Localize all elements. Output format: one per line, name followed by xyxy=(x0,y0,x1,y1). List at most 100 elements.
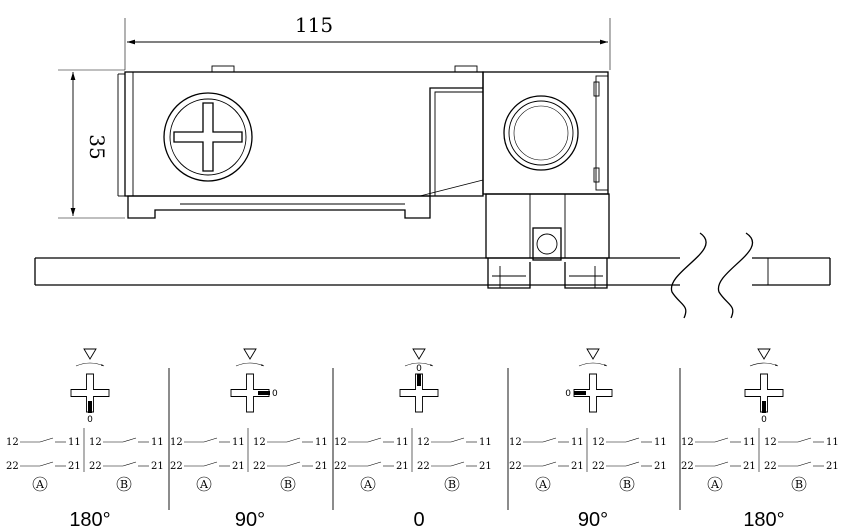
dimension-length-label: 115 xyxy=(295,13,333,37)
contact-terminal-label: 11 xyxy=(68,437,81,448)
rotation-arrow-icon xyxy=(404,362,434,367)
switch-positions: 0 12 11 22 21 12 11 22 21A B 180° 0 12 11 22 21 12 11 22 21… xyxy=(6,348,839,531)
contact-terminal-label: 22 xyxy=(170,461,183,472)
triangle-marker-icon xyxy=(586,348,600,360)
triangle-marker-icon xyxy=(243,348,257,360)
dimension-length: 115 xyxy=(124,13,611,70)
position-indicator-label: 0 xyxy=(272,389,278,399)
triangle-marker-icon xyxy=(757,348,771,360)
rotation-arrow-icon xyxy=(749,362,779,367)
position-panel: 0 12 11 22 21 12 11 22 21A B 90° xyxy=(509,348,667,531)
rotation-arrow-icon xyxy=(235,362,265,367)
position-indicator-label: 0 xyxy=(761,415,767,425)
contact-terminal-label: 11 xyxy=(315,437,328,448)
contact-terminal-label: 12 xyxy=(334,437,347,448)
separator-lines xyxy=(168,368,681,510)
contact-terminal-label: 21 xyxy=(743,461,756,472)
circuit-marker xyxy=(707,476,723,492)
contact-terminal-label: 22 xyxy=(334,461,347,472)
position-indicator-mark xyxy=(417,374,421,386)
cross-actuator-icon xyxy=(744,373,784,413)
circuit-label: B xyxy=(623,478,631,491)
circuit-label: A xyxy=(710,478,720,491)
triangle-marker-icon xyxy=(412,348,426,360)
circuit-marker xyxy=(444,476,460,492)
position-angle-label: 90° xyxy=(578,509,608,531)
contact-terminal-label: 22 xyxy=(89,461,102,472)
contact-terminal-label: 12 xyxy=(89,437,102,448)
contact-terminal-label: 11 xyxy=(654,437,667,448)
contact-terminal-label: 21 xyxy=(396,461,409,472)
contact-terminal-label: 22 xyxy=(509,461,522,472)
position-angle-label: 180° xyxy=(743,509,784,531)
cross-actuator-icon xyxy=(399,373,439,413)
contact-terminal-label: 22 xyxy=(764,461,777,472)
contact-terminal-label: 12 xyxy=(170,437,183,448)
circuit-marker xyxy=(116,476,132,492)
contact-terminal-label: 11 xyxy=(151,437,164,448)
circuit-marker xyxy=(280,476,296,492)
contact-terminal-label: 21 xyxy=(826,461,839,472)
contact-terminal-label: 11 xyxy=(479,437,492,448)
contact-terminal-label: 22 xyxy=(253,461,266,472)
position-panel: 0 12 11 22 21 12 11 22 21A B 90° xyxy=(170,348,328,531)
circuit-marker xyxy=(360,476,376,492)
position-angle-label: 0 xyxy=(413,509,424,531)
contact-terminal-label: 21 xyxy=(654,461,667,472)
circuit-label: A xyxy=(538,478,548,491)
rotation-arrow-icon xyxy=(75,362,105,367)
contact-terminal-label: 12 xyxy=(681,437,694,448)
triangle-marker-icon xyxy=(83,348,97,360)
dimension-height: 35 xyxy=(58,69,125,219)
contact-terminal-label: 22 xyxy=(6,461,19,472)
contact-terminal-label: 11 xyxy=(826,437,839,448)
position-panel: 0 12 11 22 21 12 11 22 21A B 180° xyxy=(681,348,839,531)
contact-terminal-label: 21 xyxy=(479,461,492,472)
position-angle-label: 90° xyxy=(235,509,265,531)
position-indicator-label: 0 xyxy=(565,389,571,399)
cross-actuator-icon xyxy=(230,373,270,413)
contact-terminal-label: 11 xyxy=(743,437,756,448)
circuit-marker xyxy=(535,476,551,492)
circuit-label: A xyxy=(35,478,45,491)
circuit-marker xyxy=(619,476,635,492)
contact-terminal-label: 11 xyxy=(232,437,245,448)
contact-terminal-label: 21 xyxy=(315,461,328,472)
position-indicator-mark xyxy=(88,401,92,413)
contact-terminal-label: 12 xyxy=(592,437,605,448)
position-indicator-mark xyxy=(258,391,270,395)
position-indicator-label: 0 xyxy=(416,364,422,374)
contact-terminal-label: 12 xyxy=(509,437,522,448)
position-indicator-label: 0 xyxy=(87,415,93,425)
circuit-label: A xyxy=(199,478,209,491)
contact-terminal-label: 22 xyxy=(681,461,694,472)
contact-terminal-label: 12 xyxy=(764,437,777,448)
circuit-label: B xyxy=(120,478,128,491)
position-indicator-mark xyxy=(762,401,766,413)
contact-terminal-label: 22 xyxy=(592,461,605,472)
contact-terminal-label: 12 xyxy=(6,437,19,448)
circuit-label: B xyxy=(795,478,803,491)
circuit-label: A xyxy=(363,478,373,491)
circuit-label: B xyxy=(284,478,292,491)
rotation-arrow-icon xyxy=(578,362,608,367)
switch-side-view: 115 35 xyxy=(34,13,831,319)
contact-terminal-label: 21 xyxy=(571,461,584,472)
contact-terminal-label: 11 xyxy=(396,437,409,448)
contact-terminal-label: 21 xyxy=(68,461,81,472)
circuit-label: B xyxy=(448,478,456,491)
cross-actuator-icon xyxy=(573,373,613,413)
contact-terminal-label: 12 xyxy=(253,437,266,448)
position-angle-label: 180° xyxy=(69,509,110,531)
dimension-height-label: 35 xyxy=(85,134,109,159)
cross-actuator-icon xyxy=(70,373,110,413)
position-indicator-mark xyxy=(574,391,586,395)
circuit-marker xyxy=(791,476,807,492)
contact-terminal-label: 21 xyxy=(232,461,245,472)
contact-terminal-label: 12 xyxy=(417,437,430,448)
circuit-marker xyxy=(196,476,212,492)
contact-terminal-label: 11 xyxy=(571,437,584,448)
